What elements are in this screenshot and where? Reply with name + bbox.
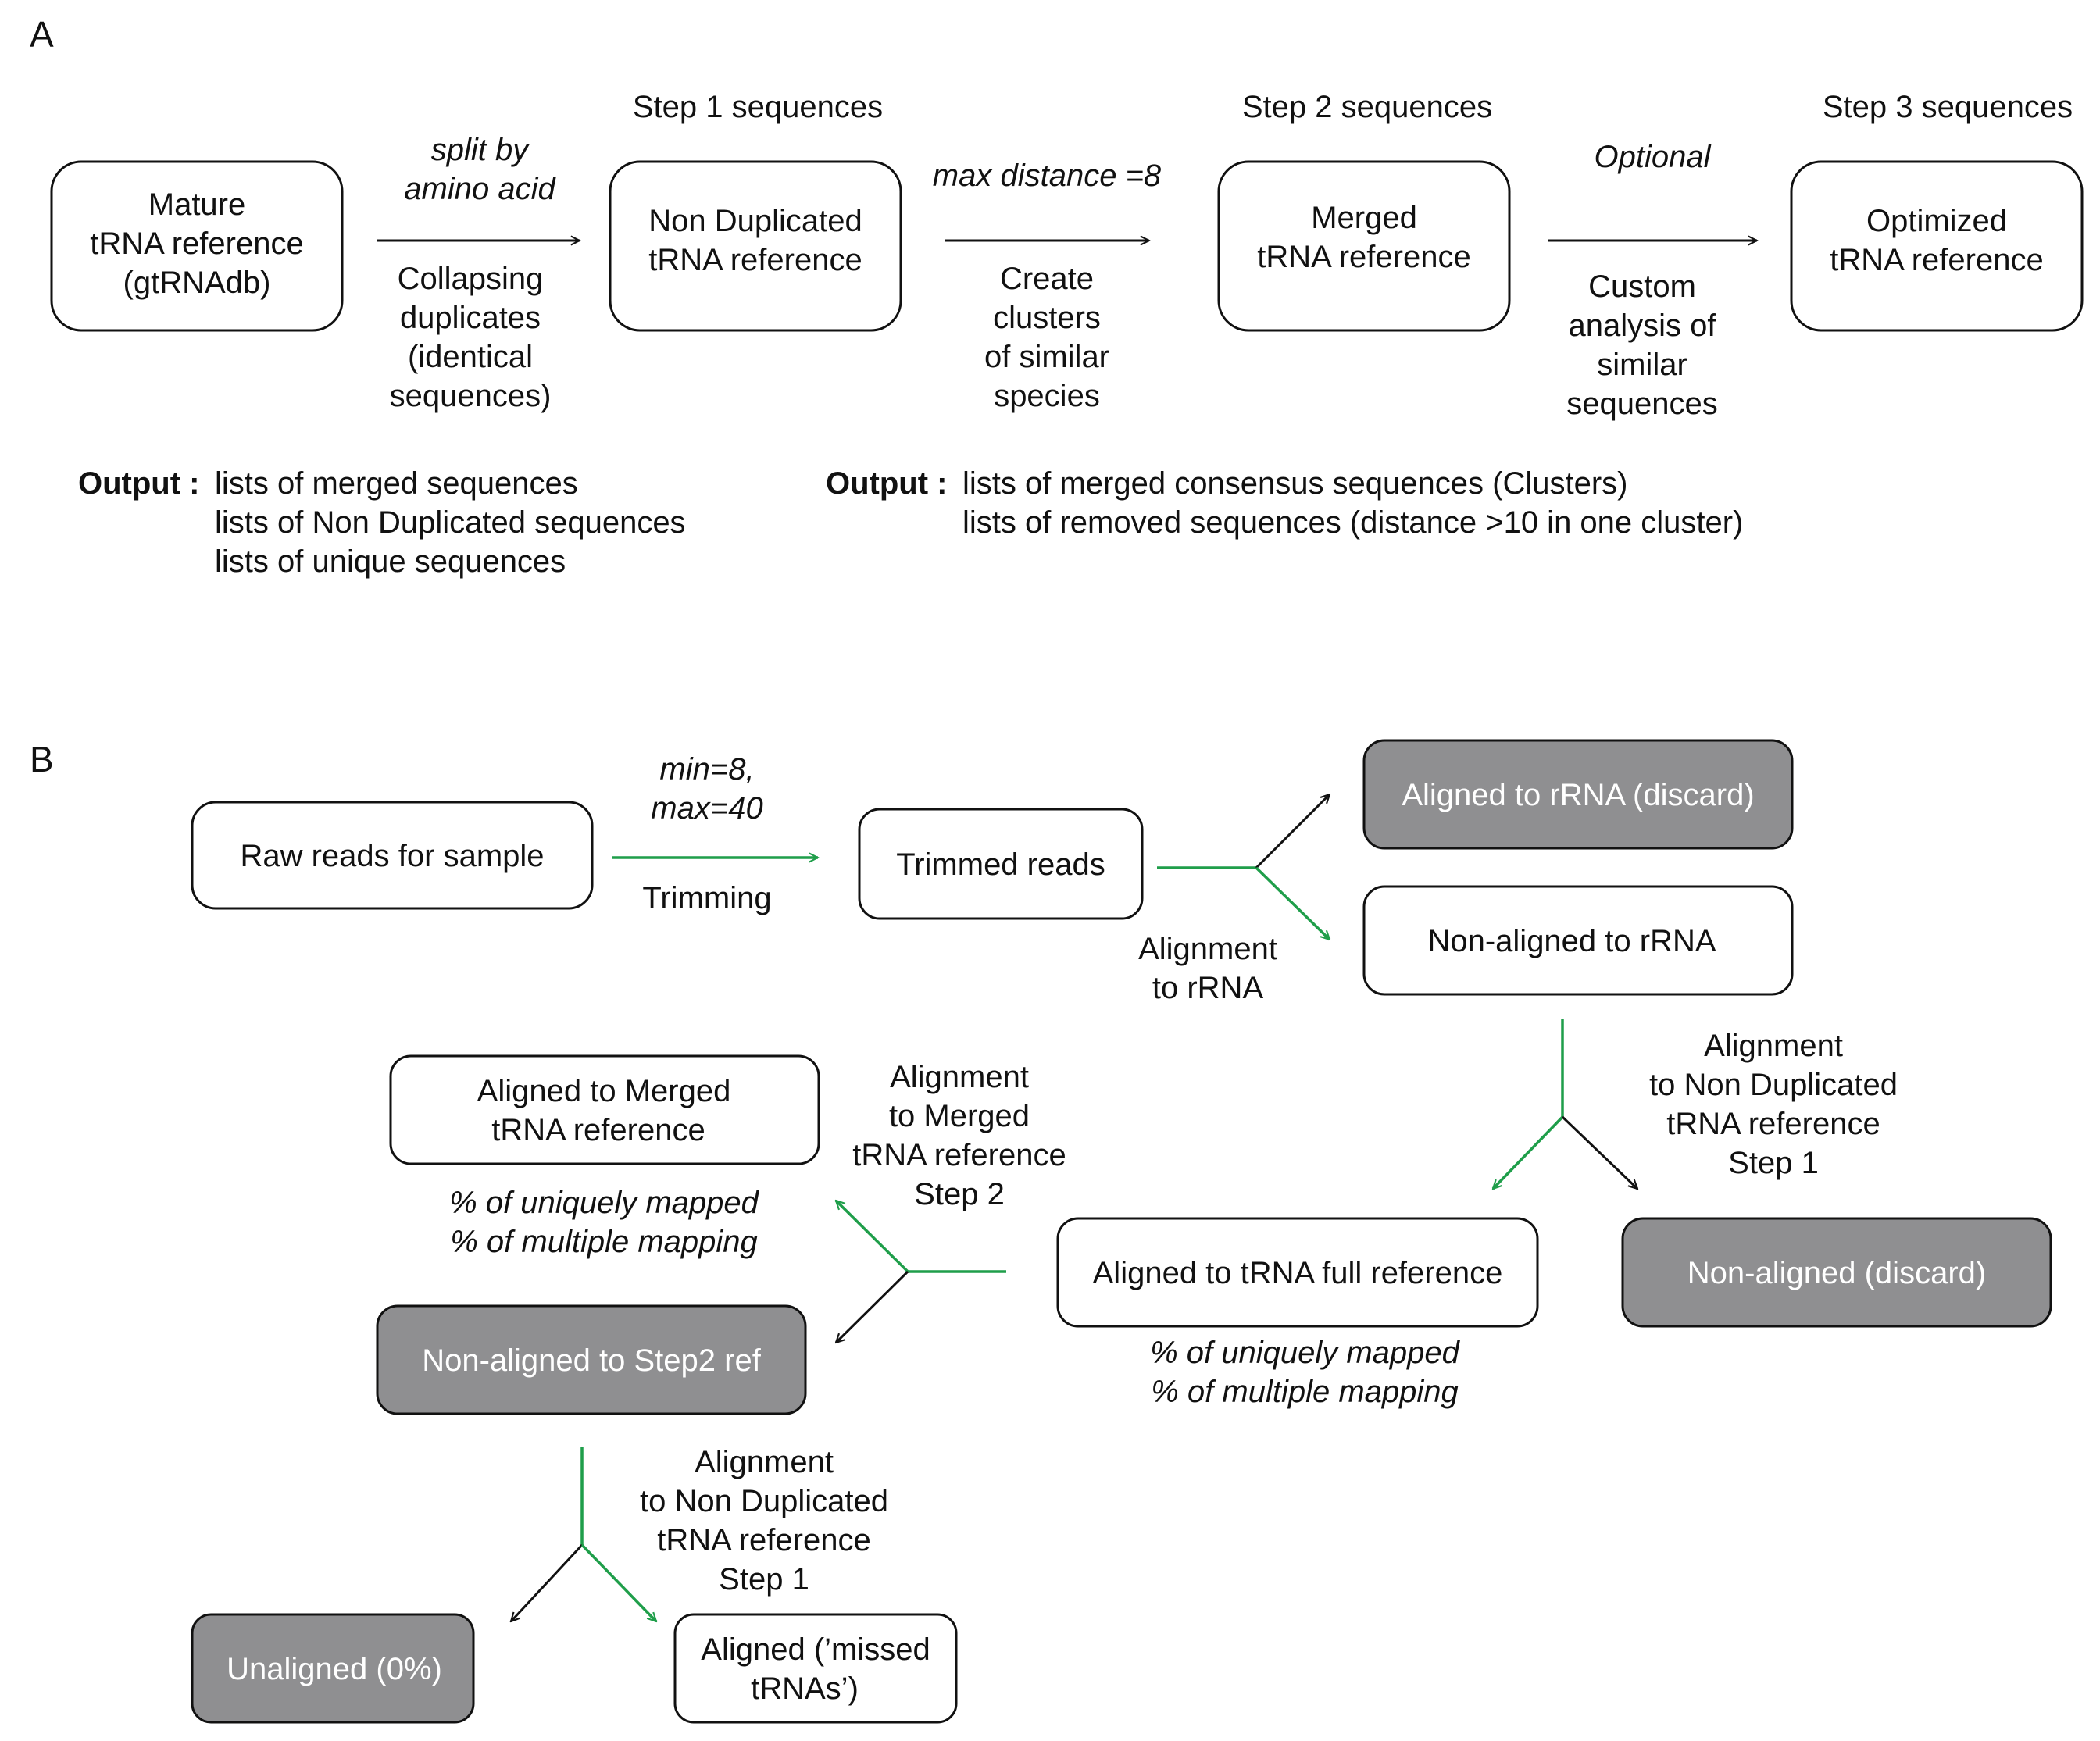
output2-label: Output :	[826, 466, 948, 501]
mature-box-line-1: Mature	[148, 187, 246, 222]
align-rrna-line-2: to rRNA	[1152, 971, 1264, 1005]
missed-trnas-line-1: Aligned (’missed	[701, 1632, 930, 1667]
arrow1-below-line-3: (identical	[408, 340, 533, 374]
merged-stats-line-2: % of multiple mapping	[450, 1225, 758, 1259]
arrow-to-unaligned	[511, 1543, 584, 1621]
trim-below-line-1: Trimming	[642, 881, 771, 915]
arrow3-above-line-1: Optional	[1595, 140, 1712, 174]
full-stats-line-1: % of uniquely mapped	[1150, 1336, 1461, 1370]
mature-trna-reference-box: Mature tRNA reference (gtRNAdb)	[50, 160, 344, 332]
arrow2-below-line-3: of similar	[984, 340, 1109, 374]
merged-trna-reference-box: Merged tRNA reference	[1217, 160, 1511, 332]
arrow-to-missed	[580, 1543, 656, 1621]
align-nondup2-line-1: Alignment	[695, 1445, 834, 1479]
panel-a-label: A	[30, 14, 54, 55]
arrow2-above-line-1: max distance =8	[933, 159, 1162, 193]
arrow2-below-line-4: species	[994, 379, 1100, 413]
optimized-box-line-2: tRNA reference	[1830, 243, 2043, 277]
align-nondup1-line-1: Alignment	[1704, 1029, 1843, 1063]
align-nondup2-line-2: to Non Duplicated	[640, 1484, 888, 1518]
raw-reads-label: Raw reads for sample	[240, 839, 544, 873]
nonaligned-step2-box: Non-aligned to Step2 ref	[376, 1304, 807, 1415]
unaligned-label: Unaligned (0%)	[227, 1652, 442, 1686]
arrow3-below-line-2: analysis of	[1569, 309, 1717, 343]
merged-stats-line-1: % of uniquely mapped	[449, 1186, 760, 1220]
merged-box-line-1: Merged	[1311, 201, 1417, 235]
align-nondup1-line-2: to Non Duplicated	[1649, 1068, 1898, 1102]
arrow-to-aligned-merged	[836, 1201, 909, 1273]
align-nondup2-line-4: Step 1	[719, 1562, 809, 1597]
output1-line-1: lists of merged sequences	[215, 466, 578, 501]
arrow2-below-line-1: Create	[1000, 262, 1094, 296]
arrow-to-nonaligned-discard	[1561, 1115, 1638, 1189]
arrow-to-nonaligned-step2	[836, 1270, 909, 1343]
nonaligned-rrna-box: Non-aligned to rRNA	[1362, 885, 1794, 996]
merged-box-line-2: tRNA reference	[1257, 240, 1470, 274]
arrow1-above-line-1: split by	[431, 133, 530, 167]
aligned-merged-line-1: Aligned to Merged	[477, 1074, 731, 1108]
output1-line-3: lists of unique sequences	[215, 544, 566, 579]
arrow1-above-line-2: amino acid	[404, 172, 556, 206]
unaligned-box: Unaligned (0%)	[191, 1613, 475, 1724]
arrow-nonaligned-rrna	[1255, 866, 1330, 940]
optimized-box-line-1: Optimized	[1866, 204, 2007, 238]
align-nondup2-line-3: tRNA reference	[657, 1523, 870, 1557]
output1-label: Output :	[78, 466, 200, 501]
nonaligned-discard-box: Non-aligned (discard)	[1621, 1217, 2052, 1328]
nonaligned-step2-label: Non-aligned to Step2 ref	[422, 1343, 762, 1378]
mature-box-line-2: tRNA reference	[90, 227, 303, 261]
align-nondup1-line-4: Step 1	[1728, 1146, 1819, 1180]
aligned-merged-box: Aligned to Merged tRNA reference	[389, 1054, 820, 1165]
align-merged-line-2: to Merged	[889, 1099, 1030, 1133]
panel-b-label: B	[30, 739, 54, 780]
align-merged-line-1: Alignment	[890, 1060, 1029, 1094]
full-stats-line-2: % of multiple mapping	[1151, 1375, 1459, 1409]
aligned-merged-line-2: tRNA reference	[491, 1113, 705, 1147]
step2-heading: Step 2 sequences	[1242, 90, 1492, 124]
align-merged-line-4: Step 2	[914, 1177, 1005, 1211]
arrow-to-full-reference	[1493, 1115, 1564, 1189]
trimmed-reads-box: Trimmed reads	[858, 808, 1144, 920]
mature-box-line-3: (gtRNAdb)	[123, 266, 271, 300]
raw-reads-box: Raw reads for sample	[191, 801, 594, 910]
nonaligned-discard-label: Non-aligned (discard)	[1688, 1256, 1986, 1290]
trim-above-line-1: min=8,	[659, 752, 754, 787]
optimized-trna-reference-box: Optimized tRNA reference	[1790, 160, 2084, 332]
trim-above-line-2: max=40	[651, 791, 762, 826]
arrow1-below-line-4: sequences)	[390, 379, 552, 413]
arrow3-below-line-1: Custom	[1588, 269, 1696, 304]
align-rrna-line-1: Alignment	[1138, 932, 1277, 966]
aligned-rrna-discard-box: Aligned to rRNA (discard)	[1362, 739, 1794, 850]
arrow3-below-line-3: similar	[1597, 348, 1688, 382]
non-duplicated-trna-reference-box: Non Duplicated tRNA reference	[609, 160, 902, 332]
step3-heading: Step 3 sequences	[1823, 90, 2073, 124]
aligned-full-reference-label: Aligned to tRNA full reference	[1093, 1256, 1503, 1290]
aligned-rrna-discard-label: Aligned to rRNA (discard)	[1402, 778, 1754, 812]
arrow1-below-line-2: duplicates	[400, 301, 541, 335]
missed-trnas-line-2: tRNAs’)	[751, 1671, 859, 1706]
missed-trnas-box: Aligned (’missed tRNAs’)	[673, 1613, 958, 1724]
arrow-aligned-rrna	[1255, 794, 1330, 869]
nondup-box-line-2: tRNA reference	[648, 243, 862, 277]
step1-heading: Step 1 sequences	[633, 90, 883, 124]
nonaligned-rrna-label: Non-aligned to rRNA	[1427, 924, 1716, 958]
output2-line-2: lists of removed sequences (distance >10…	[962, 505, 1743, 540]
arrow1-below-line-1: Collapsing	[398, 262, 544, 296]
align-nondup1-line-3: tRNA reference	[1666, 1107, 1880, 1141]
output1-line-2: lists of Non Duplicated sequences	[215, 505, 686, 540]
nondup-box-line-1: Non Duplicated	[648, 204, 862, 238]
arrow3-below-line-4: sequences	[1566, 387, 1717, 421]
aligned-full-reference-box: Aligned to tRNA full reference	[1056, 1217, 1539, 1328]
arrow2-below-line-2: clusters	[993, 301, 1101, 335]
output2-line-1: lists of merged consensus sequences (Clu…	[962, 466, 1627, 501]
align-merged-line-3: tRNA reference	[852, 1138, 1066, 1172]
trimmed-reads-label: Trimmed reads	[896, 847, 1105, 882]
